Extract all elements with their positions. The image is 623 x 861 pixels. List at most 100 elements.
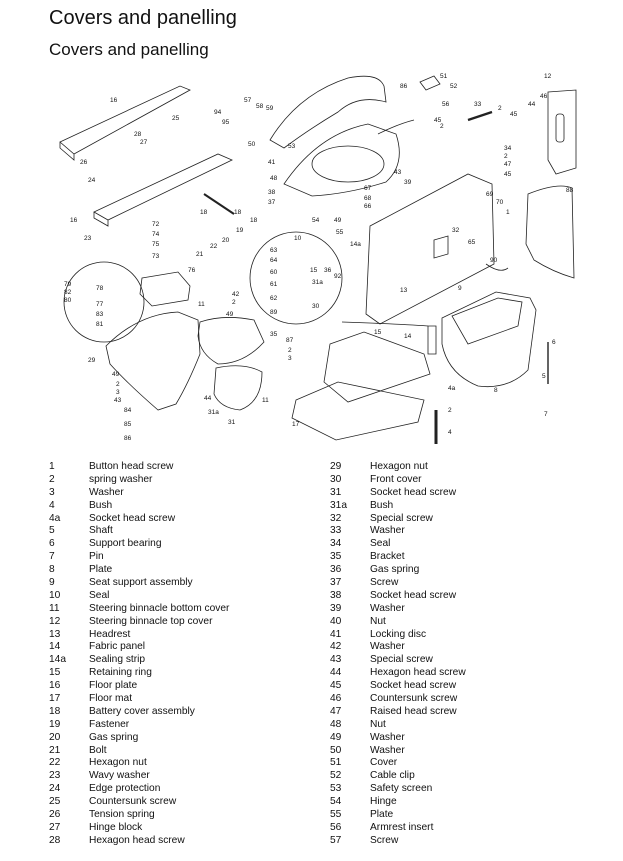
part-number: 8	[49, 564, 55, 576]
callout-label: 11	[262, 397, 269, 404]
callout-label: 59	[266, 105, 274, 112]
callout-label: 77	[96, 301, 104, 308]
callout-label: 83	[96, 311, 104, 318]
callout-label: 87	[286, 337, 294, 344]
callout-label: 21	[196, 251, 204, 258]
callout-label: 15	[374, 329, 382, 336]
part-number: 4	[49, 499, 55, 511]
callout-label: 45	[510, 111, 518, 118]
part-description: Headrest	[89, 628, 131, 640]
part-number: 34	[330, 538, 342, 550]
part-description: Armrest insert	[370, 821, 434, 833]
callout-label: 89	[270, 309, 278, 316]
callout-label: 49	[226, 311, 234, 318]
callout-label: 94	[214, 109, 222, 116]
callout-label: 41	[268, 159, 276, 166]
part-number: 28	[49, 834, 61, 846]
callout-label: 88	[566, 187, 574, 194]
callout-label: 81	[96, 321, 104, 328]
part-number: 9	[49, 577, 55, 589]
part-number: 19	[49, 718, 61, 730]
part-number: 20	[49, 731, 61, 743]
callout-label: 63	[270, 247, 278, 254]
page-title: Covers and panelling	[49, 7, 237, 29]
callout-label: 29	[88, 357, 96, 364]
part-description: Socket head screw	[89, 512, 176, 524]
part-number: 2	[49, 473, 55, 485]
callout-label: 18	[200, 209, 208, 216]
part-description: Seal	[89, 589, 110, 601]
callout-label: 49	[334, 217, 342, 224]
part-number: 43	[330, 654, 342, 666]
part-number: 21	[49, 744, 61, 756]
part-description: Tension spring	[89, 809, 155, 821]
part-description: Socket head screw	[370, 486, 457, 498]
battery-cover-upper	[59, 85, 191, 161]
seat-support	[441, 291, 537, 388]
part-description: Nut	[370, 718, 386, 730]
callout-label: 12	[544, 73, 552, 80]
callout-label: 2	[504, 153, 508, 160]
callout-label: 75	[152, 241, 160, 248]
headrest	[547, 89, 577, 175]
callout-label: 8	[494, 387, 498, 394]
part-description: Washer	[89, 486, 124, 498]
part-number: 14	[49, 641, 61, 653]
part-number: 6	[49, 538, 55, 550]
callout-label: 20	[222, 237, 230, 244]
side-panel	[525, 185, 575, 279]
callout-label: 23	[84, 235, 92, 242]
callout-label: 62	[270, 295, 278, 302]
callout-label: 72	[152, 221, 160, 228]
gas-spring-20	[203, 193, 235, 215]
callout-label: 74	[152, 231, 160, 238]
part-number: 33	[330, 525, 342, 537]
callout-label: 44	[528, 101, 536, 108]
callout-label: 27	[140, 139, 148, 146]
part-description: Screw	[370, 834, 399, 846]
callout-label: 52	[450, 83, 458, 90]
part-number: 29	[330, 461, 342, 472]
part-description: Sealing strip	[89, 654, 146, 666]
part-description: Gas spring	[89, 731, 139, 743]
callout-label: 25	[172, 115, 180, 122]
callout-label: 33	[474, 101, 482, 108]
callout-label: 51	[440, 73, 448, 80]
callout-label: 73	[152, 253, 160, 260]
part-description: Hexagon head screw	[370, 667, 466, 679]
part-description: Screw	[370, 577, 399, 589]
arrow-leader	[341, 321, 429, 327]
part-number: 31a	[330, 499, 347, 511]
part-number: 50	[330, 744, 342, 756]
part-description: Hinge	[370, 796, 397, 808]
callout-label: 50	[248, 141, 256, 148]
callout-label: 45	[434, 117, 442, 124]
part-description: Fastener	[89, 718, 130, 730]
cover-51	[283, 123, 400, 197]
callout-label: 47	[504, 161, 512, 168]
part-description: Steering binnacle bottom cover	[89, 602, 230, 614]
callout-label: 56	[442, 101, 450, 108]
callout-label: 22	[210, 243, 218, 250]
part-number: 11	[49, 602, 60, 614]
part-number: 31	[330, 486, 342, 498]
callout-label: 92	[334, 273, 342, 280]
callout-label: 69	[486, 191, 494, 198]
callout-label: 3	[116, 389, 120, 396]
fabric-panel	[365, 173, 495, 325]
part-description: Cover	[370, 757, 398, 769]
part-description: Hinge block	[89, 821, 143, 833]
part-description: Battery cover assembly	[89, 705, 195, 717]
part-description: Washer	[370, 641, 405, 653]
callout-label: 67	[364, 185, 372, 192]
part-number: 51	[330, 757, 342, 769]
callout-label: 43	[394, 169, 402, 176]
part-number: 41	[330, 628, 342, 640]
part-description: Special screw	[370, 512, 433, 524]
callout-label: 64	[270, 257, 278, 264]
callout-label: 2	[448, 407, 452, 414]
callout-label: 19	[236, 227, 244, 234]
part-description: Locking disc	[370, 628, 427, 640]
callout-label: 28	[134, 131, 142, 138]
callout-label: 42	[232, 291, 240, 298]
